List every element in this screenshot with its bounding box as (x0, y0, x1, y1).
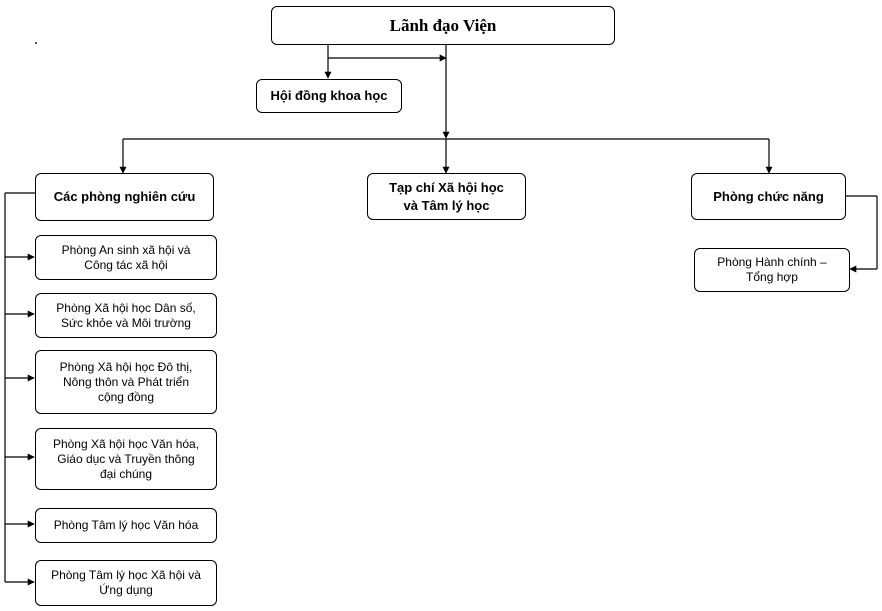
research-dept-6: Phòng Tâm lý học Xã hội và Ứng dụng (35, 560, 217, 606)
council-node: Hội đồng khoa học (256, 79, 402, 113)
research-dept-3: Phòng Xã hội học Đô thị, Nông thôn và Ph… (35, 350, 217, 414)
functional-group-node: Phòng chức năng (691, 173, 846, 220)
research-dept-5: Phòng Tâm lý học Văn hóa (35, 508, 217, 543)
research-group-node: Các phòng nghiên cứu (35, 173, 214, 221)
research-dept-1: Phòng An sinh xã hội và Công tác xã hội (35, 235, 217, 280)
functional-dept-1: Phòng Hành chính – Tổng hợp (694, 248, 850, 292)
journal-node: Tạp chí Xã hội học và Tâm lý học (367, 173, 526, 220)
research-dept-2: Phòng Xã hội học Dân số, Sức khỏe và Môi… (35, 293, 217, 338)
root-node: Lãnh đạo Viện (271, 6, 615, 45)
stray-mark (35, 42, 37, 44)
research-dept-4: Phòng Xã hội học Văn hóa, Giáo dục và Tr… (35, 428, 217, 490)
